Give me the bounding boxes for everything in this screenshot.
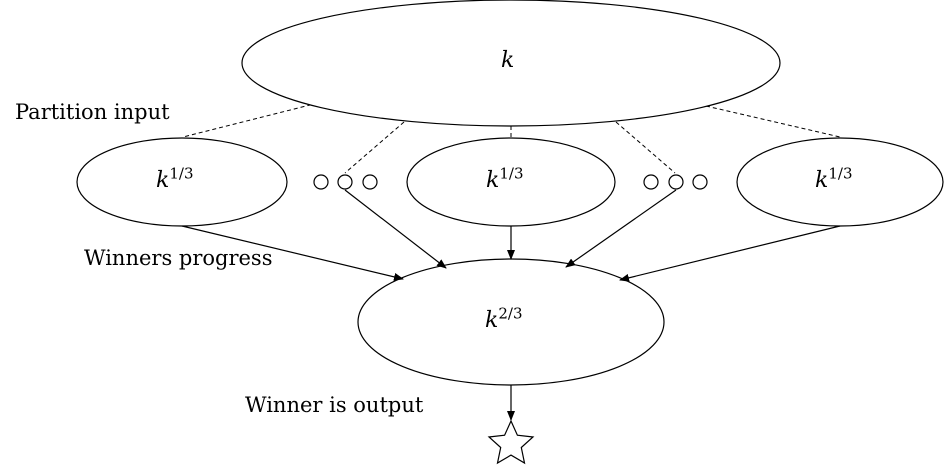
- partition-line-right: [705, 105, 841, 138]
- partition-line-left: [182, 102, 319, 138]
- node-bottom-var: k: [485, 308, 499, 333]
- small-circle-icon: [668, 174, 684, 190]
- small-circle-icon: [692, 174, 708, 190]
- node-left-var: k: [156, 168, 170, 193]
- arrow-left-dots-to-bottom: [344, 189, 447, 269]
- node-right-var: k: [815, 168, 829, 193]
- winners-progress-label: Winners progress: [84, 246, 273, 270]
- arrow-right-dots-to-bottom: [565, 189, 677, 268]
- partition-line-left-dots: [344, 121, 405, 174]
- small-circle-icon: [643, 174, 659, 190]
- node-middle-var: k: [486, 168, 500, 193]
- node-top-ellipse: [241, 0, 781, 127]
- node-top-var: k: [501, 48, 515, 73]
- node-left-exp: 1/3: [169, 164, 194, 183]
- node-right-exp: 1/3: [828, 164, 853, 183]
- node-top-label: k: [501, 50, 514, 72]
- arrow-right-to-bottom: [619, 225, 841, 282]
- node-right-label: k1/3: [815, 166, 852, 193]
- node-middle-exp: 1/3: [499, 164, 524, 183]
- star-outline-icon: [487, 419, 535, 465]
- partition-input-label: Partition input: [15, 100, 170, 124]
- partition-lines: [182, 102, 841, 174]
- node-bottom-exp: 2/3: [498, 304, 523, 323]
- arrow-left-to-bottom: [181, 225, 404, 281]
- winner-output-label: Winner is output: [245, 393, 424, 417]
- small-circle-icon: [337, 174, 353, 190]
- small-circle-icon: [313, 174, 329, 190]
- node-left-label: k1/3: [156, 166, 193, 193]
- node-bottom-label: k2/3: [485, 306, 522, 333]
- partition-line-right-dots: [615, 121, 676, 174]
- node-middle-label: k1/3: [486, 166, 523, 193]
- small-circle-icon: [362, 174, 378, 190]
